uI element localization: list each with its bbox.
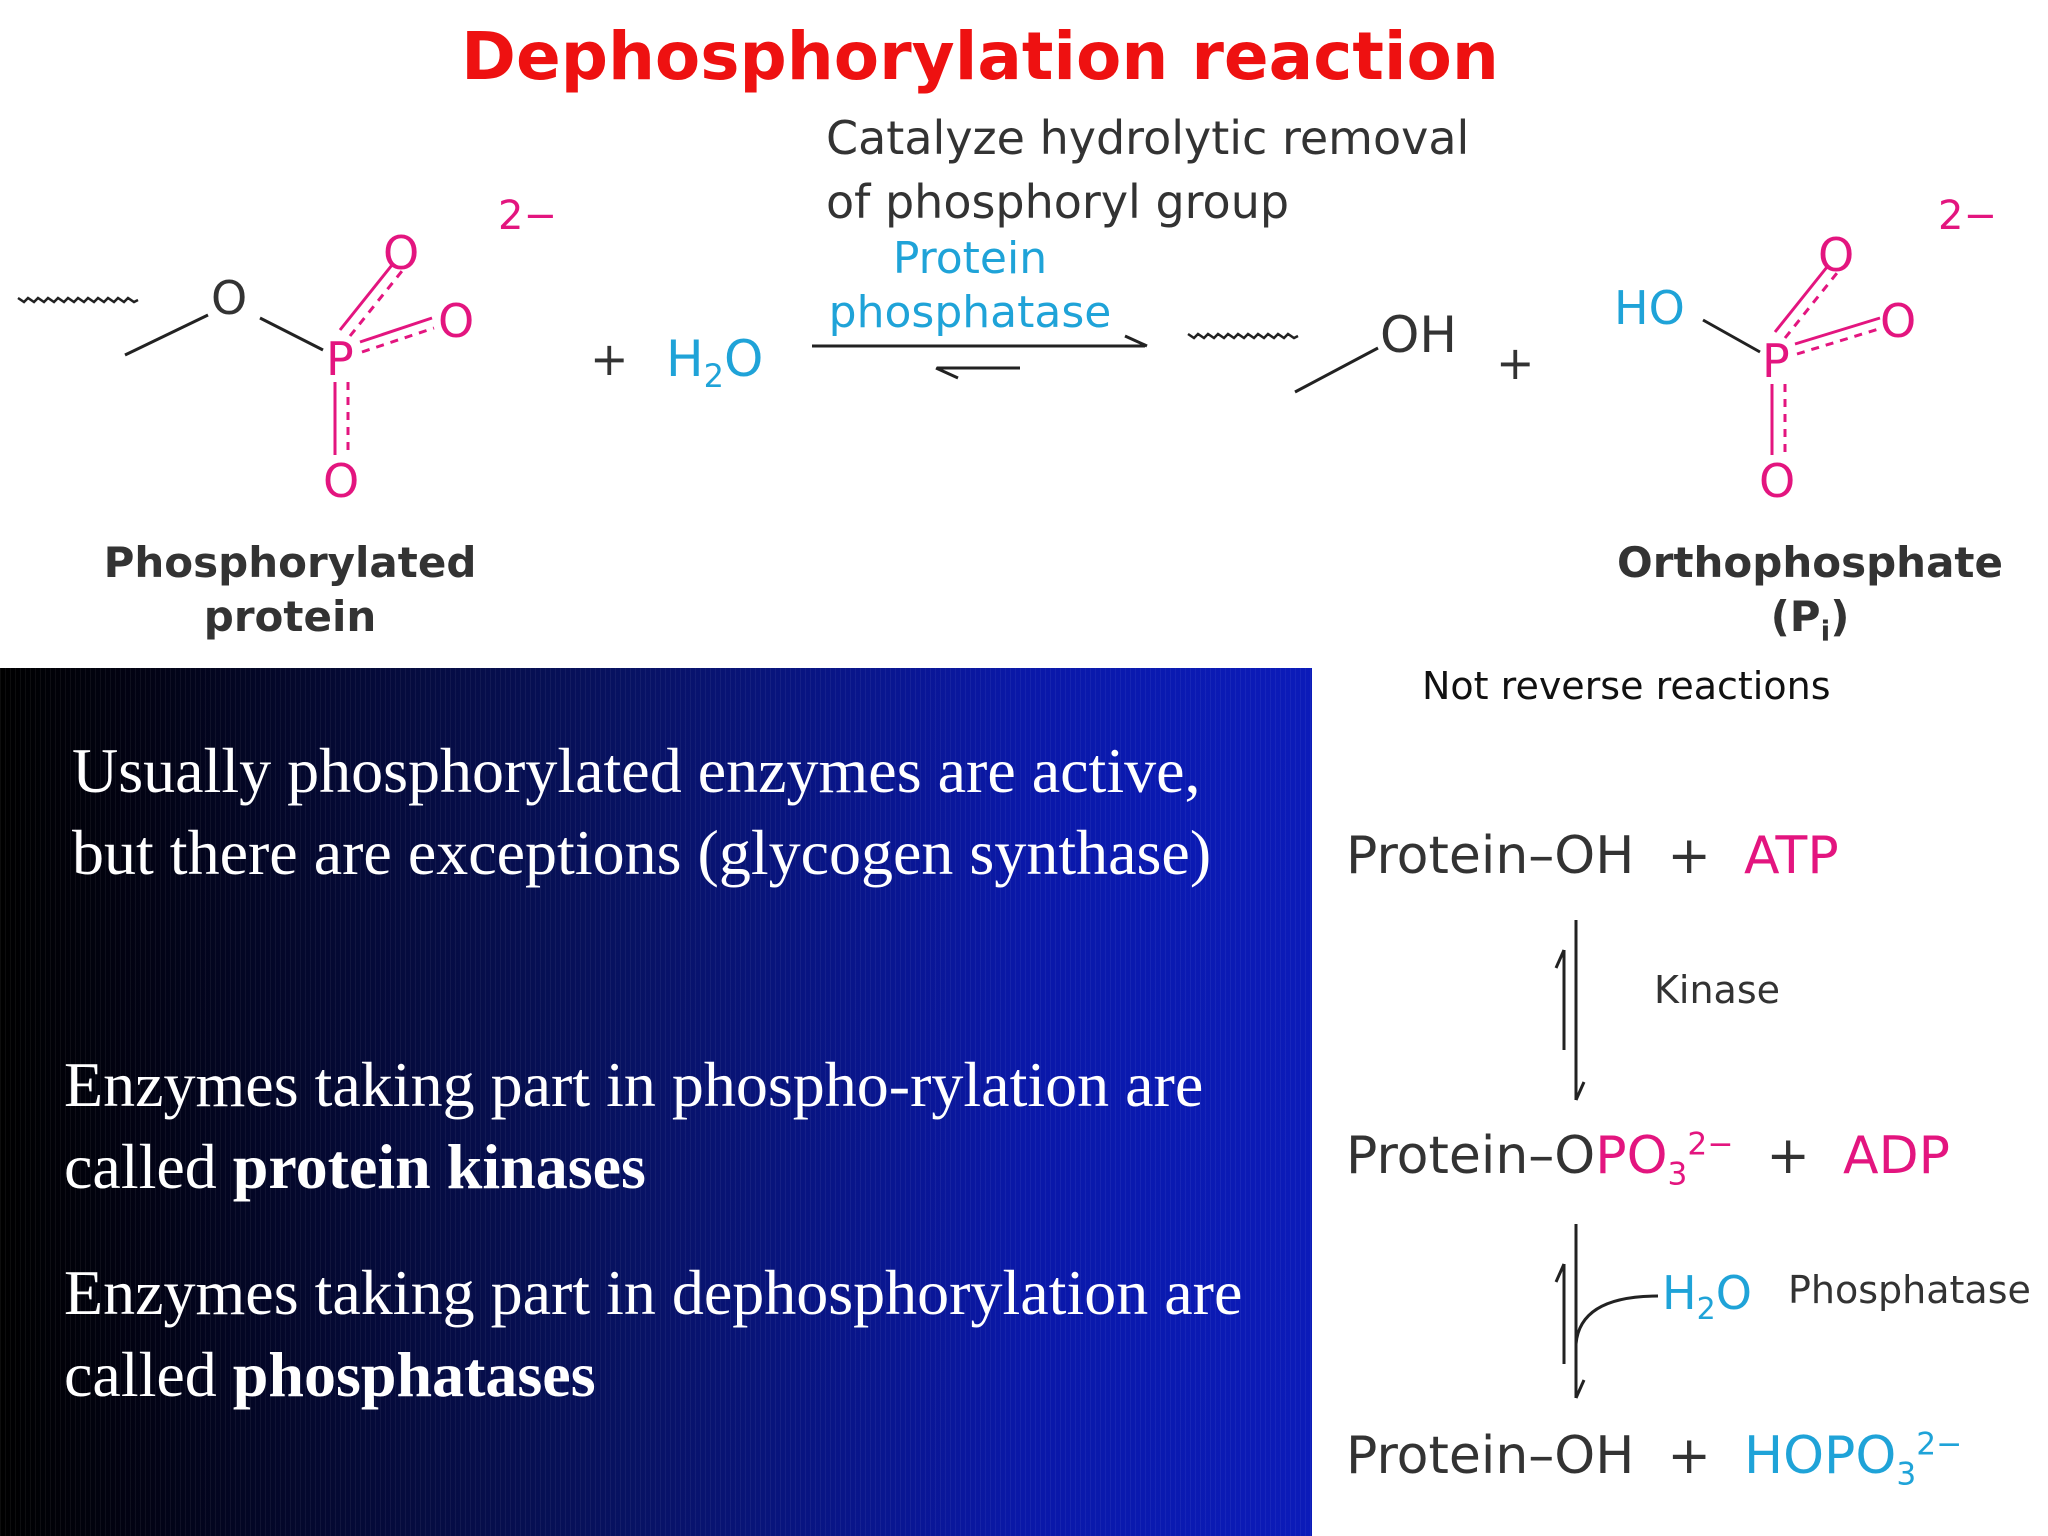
row3-hopo: HOPO <box>1744 1426 1897 1486</box>
wavy-bond-left <box>17 296 139 304</box>
scheme-row3: Protein–OH + HOPO32− <box>1346 1426 1962 1492</box>
bond-p-o-top-right-dash <box>1783 272 1839 339</box>
atom-o-ester-left: O <box>211 271 248 325</box>
label-left-line1: Phosphorylated <box>103 538 477 587</box>
pi-sub: i <box>1820 614 1831 648</box>
panel-para1: Usually phosphorylated enzymes are activ… <box>72 735 1212 888</box>
atom-o-top-right: O <box>1818 228 1855 282</box>
plus-product: + <box>1496 336 1535 390</box>
reaction-note-line1: Catalyze hydrolytic removal <box>826 111 1470 165</box>
forward-arrow-head <box>1124 334 1148 348</box>
water-h: H <box>666 330 704 388</box>
slide-title: Dephosphorylation reaction <box>461 18 1499 95</box>
row2-group: PO32− <box>1595 1126 1734 1192</box>
para3-text: Enzymes taking part in dephosphorylation… <box>64 1257 1243 1410</box>
bond-c-o-left <box>124 313 209 357</box>
label-left-line2: protein <box>203 592 377 641</box>
para3-bold: phosphatases <box>232 1339 596 1410</box>
scheme-water-sub: 2 <box>1696 1292 1716 1328</box>
phosphatase-arrows <box>1554 1224 1659 1399</box>
row1-atp: ATP <box>1744 826 1839 886</box>
atom-oh-product: OH <box>1380 306 1457 364</box>
water-o: O <box>723 330 764 388</box>
reaction-scheme <box>17 264 1883 455</box>
bond-p-o-top-left <box>338 264 394 331</box>
scheme-water-h: H <box>1662 1266 1697 1320</box>
row3-group: HOPO32− <box>1744 1426 1963 1492</box>
reaction-note-line2: of phosphoryl group <box>826 175 1290 229</box>
row3-protein: Protein–OH <box>1346 1426 1635 1486</box>
text-panel: Usually phosphorylated enzymes are activ… <box>0 668 1312 1536</box>
atom-o-right-right: O <box>1880 294 1917 348</box>
scheme-water-o: O <box>1715 1266 1752 1320</box>
atom-o-right-left: O <box>438 294 475 348</box>
para2-bold: protein kinases <box>232 1131 646 1202</box>
bond-p-o-right-left-dash <box>361 326 435 354</box>
para2-text: Enzymes taking part in phospho-rylation … <box>64 1049 1204 1202</box>
scheme-row1: Protein–OH + ATP <box>1346 826 1839 886</box>
row2-plus: + <box>1766 1126 1810 1186</box>
phosphatase-reverse-head <box>1554 1263 1566 1283</box>
reaction-note: Catalyze hydrolytic removal of phosphory… <box>826 106 1469 234</box>
pi-post: ) <box>1830 592 1850 641</box>
row2-sub: 3 <box>1667 1156 1688 1193</box>
charge-right: 2− <box>1938 193 1997 239</box>
reverse-arrow-head <box>935 366 959 380</box>
bond-ho-p <box>1702 318 1761 354</box>
row2-protein: Protein–O <box>1346 1126 1596 1186</box>
scheme-row2: Protein–OPO32− + ADP <box>1346 1126 1950 1192</box>
label-right-line2: (Pi) <box>1600 590 2020 658</box>
atom-o-bottom-left: O <box>323 454 360 508</box>
row2-adp: ADP <box>1843 1126 1951 1186</box>
bond-c-oh-right <box>1294 346 1379 394</box>
label-orthophosphate: Orthophosphate (Pi) <box>1600 536 2020 658</box>
row2-sup: 2− <box>1687 1126 1734 1163</box>
label-phosphorylated-protein: Phosphorylated protein <box>80 536 500 644</box>
label-right-line1: Orthophosphate <box>1617 538 2003 587</box>
atom-ho-right: HO <box>1614 281 1685 335</box>
bond-p-o-right-right <box>1794 316 1881 346</box>
charge-left: 2− <box>498 193 557 239</box>
atom-p-right: P <box>1762 334 1790 388</box>
bond-p-o-right-left <box>359 316 433 344</box>
row2-po: PO <box>1595 1126 1668 1186</box>
atom-o-top-left: O <box>383 226 420 280</box>
not-reverse-note: Not reverse reactions <box>1422 664 1831 708</box>
enzyme-label: Protein phosphatase <box>800 232 1140 340</box>
water-sub: 2 <box>703 357 724 395</box>
atom-p-left: P <box>326 332 354 386</box>
bond-p-o-top-right <box>1773 266 1829 333</box>
water-input-curve <box>1574 1294 1659 1345</box>
kinase-reverse-head <box>1554 949 1566 969</box>
enzyme-label-line1: Protein <box>892 233 1048 284</box>
bond-p-o-top-left-dash <box>348 270 404 337</box>
phosphatase-forward-head <box>1574 1379 1586 1399</box>
enzyme-label-line2: phosphatase <box>828 287 1112 338</box>
row3-plus: + <box>1667 1426 1711 1486</box>
kinase-forward-head <box>1574 1081 1586 1101</box>
wavy-bond-right <box>1187 332 1299 340</box>
bond-o-p-left <box>259 316 324 352</box>
phosphatase-label: Phosphatase <box>1788 1268 2031 1312</box>
water-reactant: H2O <box>666 334 763 392</box>
scheme-water: H2O <box>1662 1270 1752 1325</box>
kinase-arrows <box>1554 920 1586 1101</box>
kinase-label: Kinase <box>1654 968 1781 1012</box>
row1-protein: Protein–OH <box>1346 826 1635 886</box>
row1-plus: + <box>1667 826 1711 886</box>
atom-o-bottom-right: O <box>1759 454 1796 508</box>
row3-sup: 2− <box>1916 1426 1963 1463</box>
panel-para2: Enzymes taking part in phospho-rylation … <box>64 1044 1304 1208</box>
row3-sub: 3 <box>1896 1456 1917 1493</box>
panel-para3: Enzymes taking part in dephosphorylation… <box>64 1252 1264 1416</box>
plus-water: + <box>590 332 629 386</box>
pi-pre: (P <box>1770 592 1821 641</box>
